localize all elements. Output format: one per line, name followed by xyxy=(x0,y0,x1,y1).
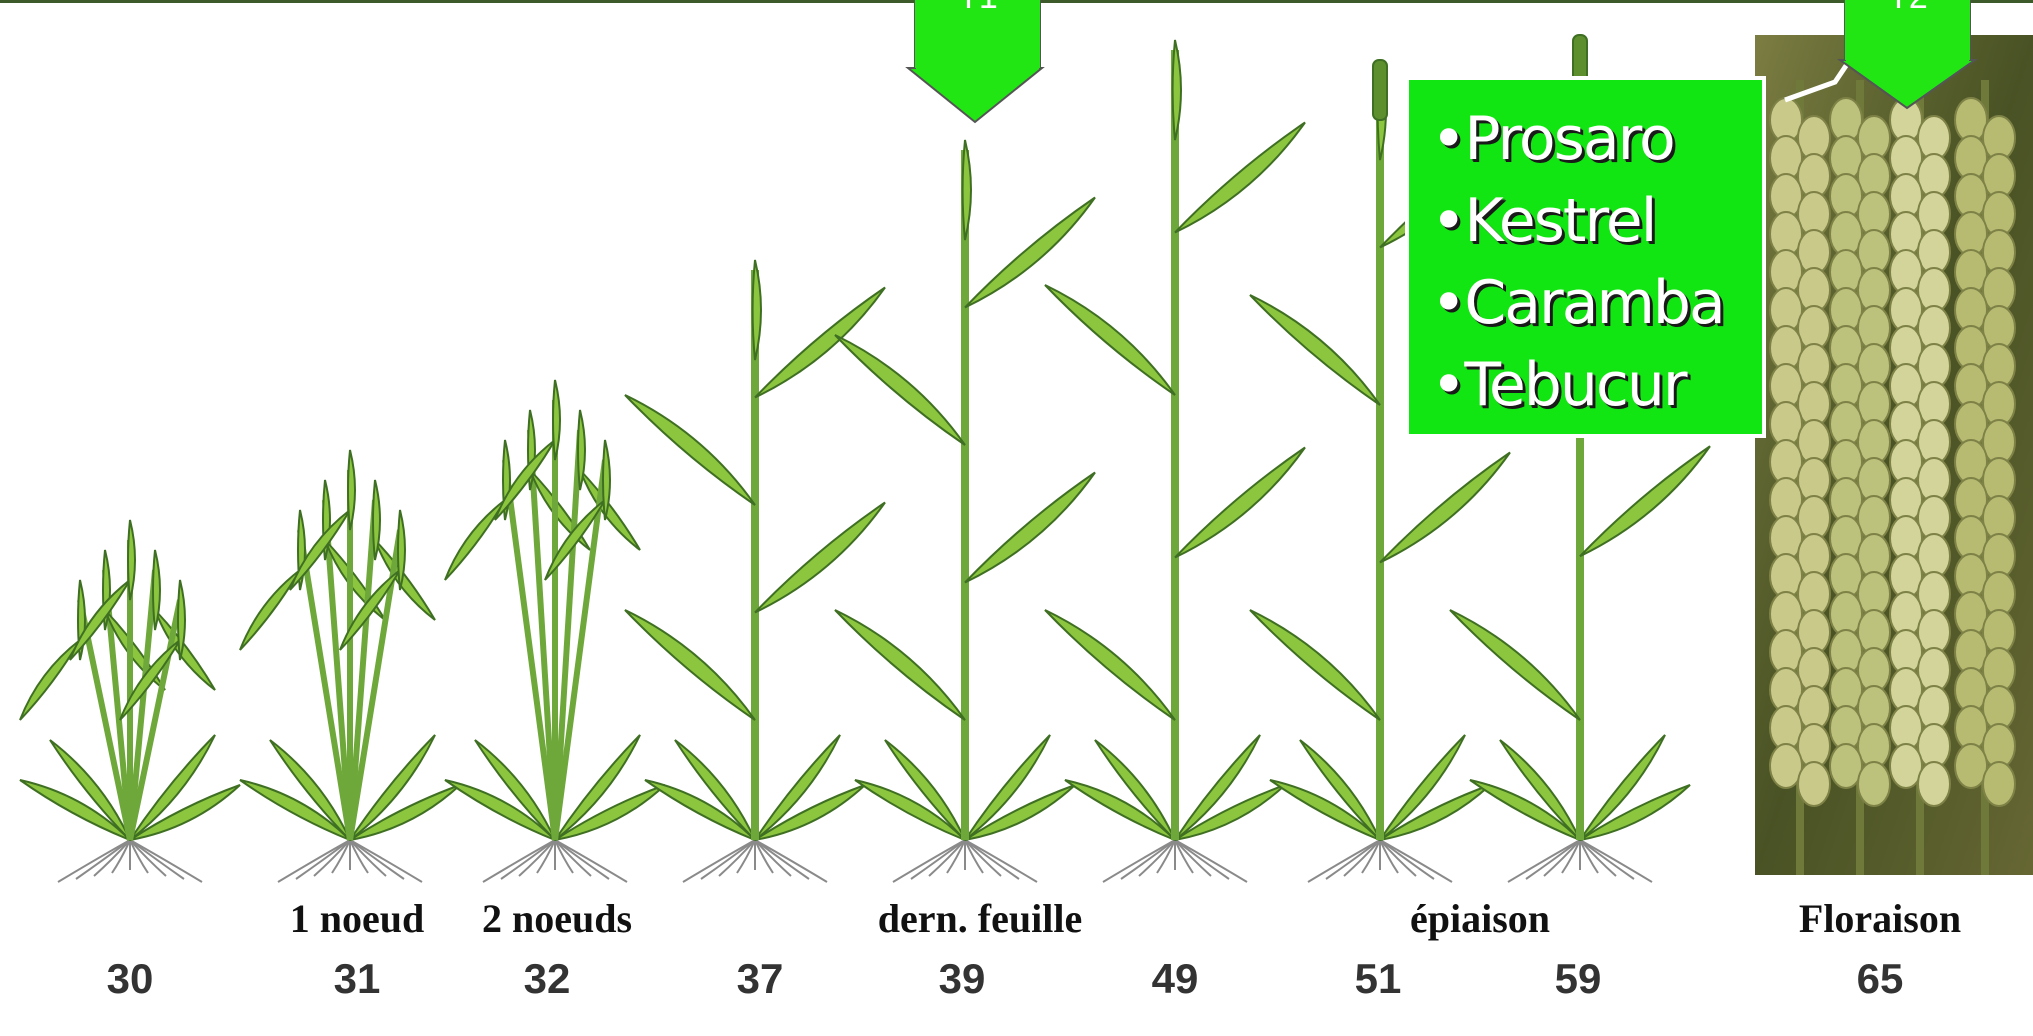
arrow-t1: T1 xyxy=(905,0,1045,124)
plant-31 xyxy=(239,449,461,883)
stage-code-31: 31 xyxy=(333,955,381,1002)
product-label: Caramba xyxy=(1464,268,1725,338)
stage-label-31: 1 noeud xyxy=(289,896,425,941)
stage-code-51: 51 xyxy=(1354,955,1402,1002)
stage-label-32: 2 noeuds xyxy=(481,896,633,941)
stage-code-37: 37 xyxy=(736,955,784,1002)
stage-label-epiaison: épiaison xyxy=(1409,896,1551,941)
arrow-t2-label: T2 xyxy=(1888,0,1928,16)
plant-37 xyxy=(624,259,886,883)
product-label: Prosaro xyxy=(1464,104,1675,174)
stage-code-32: 32 xyxy=(523,955,571,1002)
stage-code-65: 65 xyxy=(1856,955,1904,1002)
product-item-tebucur: •Tebucur xyxy=(1431,350,1688,420)
product-item-caramba: •Caramba xyxy=(1431,268,1726,338)
product-label: Tebucur xyxy=(1464,350,1687,420)
plant-39 xyxy=(834,139,1096,883)
flowering-photo xyxy=(1755,35,2033,875)
arrow-t1-label: T1 xyxy=(958,0,998,16)
stage-code-59: 59 xyxy=(1554,955,1602,1002)
plant-30 xyxy=(19,519,241,883)
product-item-prosaro: •Prosaro xyxy=(1431,104,1676,174)
stage-code-49: 49 xyxy=(1151,955,1199,1002)
stage-label-65: Floraison xyxy=(1798,896,1962,941)
stage-code-30: 30 xyxy=(106,955,154,1002)
stage-code-39: 39 xyxy=(938,955,986,1002)
arrow-t2: T2 xyxy=(1836,0,1979,110)
plant-49 xyxy=(1044,39,1306,883)
product-label: Kestrel xyxy=(1464,186,1657,256)
stage-label-39: dern. feuille xyxy=(877,896,1083,941)
product-item-kestrel: •Kestrel xyxy=(1431,186,1657,256)
plant-32 xyxy=(444,379,666,883)
fungicide-products-box: •Prosaro •Kestrel •Caramba •Tebucur xyxy=(1405,76,1766,438)
